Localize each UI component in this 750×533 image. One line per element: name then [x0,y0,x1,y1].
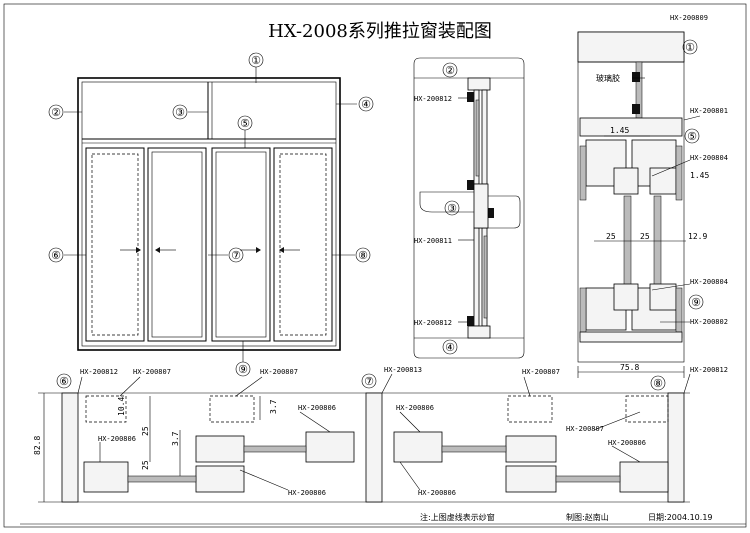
svg-text:⑨: ⑨ [691,296,701,309]
svg-text:HX-200807: HX-200807 [133,368,171,376]
svg-text:HX-200806: HX-200806 [396,404,434,412]
svg-text:HX-200804: HX-200804 [690,278,728,286]
svg-text:25: 25 [640,232,650,241]
svg-text:HX-200806: HX-200806 [98,435,136,443]
svg-text:⑨: ⑨ [238,363,248,376]
svg-text:HX-200806: HX-200806 [298,404,336,412]
svg-text:⑥: ⑥ [59,375,69,388]
svg-text:25: 25 [141,460,150,470]
detail-section [577,31,701,378]
vertical-section [413,57,525,359]
svg-text:HX-200812: HX-200812 [414,95,452,103]
svg-text:1.45: 1.45 [690,171,709,180]
svg-text:HX-200807: HX-200807 [260,368,298,376]
svg-text:HX-200813: HX-200813 [384,366,422,374]
svg-text:③: ③ [447,202,457,215]
vertical-section-labels: ② ③ ④ HX-200812 HX-200811 HX-200812 [414,62,460,355]
horizontal-section [38,373,691,503]
svg-text:HX-200806: HX-200806 [608,439,646,447]
svg-text:HX-200806: HX-200806 [288,489,326,497]
svg-text:①: ① [685,41,695,54]
drawing-date: 日期:2004.10.19 [648,513,713,522]
svg-text:HX-200811: HX-200811 [414,237,452,245]
svg-text:10.4: 10.4 [117,397,126,416]
detail-section-labels: HX-200809 ① 玻璃胶 HX-200801 ⑤ 1.45 HX-2008… [596,14,728,372]
svg-text:75.8: 75.8 [620,363,639,372]
svg-text:3.7: 3.7 [171,431,180,446]
svg-text:HX-200812: HX-200812 [690,366,728,374]
svg-text:④: ④ [445,341,455,354]
svg-text:HX-200806: HX-200806 [418,489,456,497]
drawing-border [3,3,747,528]
front-elevation [64,67,357,362]
svg-text:1.45: 1.45 [610,126,629,135]
svg-text:HX-200801: HX-200801 [690,107,728,115]
svg-text:3.7: 3.7 [269,399,278,414]
svg-text:②: ② [51,106,61,119]
front-elevation-callouts: ① ② ③ ④ ⑤ ⑥ ⑦ ⑧ ⑨ [48,52,374,377]
svg-text:25: 25 [606,232,616,241]
svg-text:HX-200809: HX-200809 [670,14,708,22]
svg-text:⑤: ⑤ [240,117,250,130]
svg-text:⑧: ⑧ [653,377,663,390]
svg-text:HX-200807: HX-200807 [522,368,560,376]
svg-text:③: ③ [175,106,185,119]
horizontal-section-labels: ⑥ ⑦ ⑧ HX-200812 HX-200807 HX-200807 HX-2… [33,366,728,497]
svg-text:④: ④ [361,98,371,111]
svg-text:82.8: 82.8 [33,436,42,455]
svg-text:①: ① [251,54,261,67]
svg-text:25: 25 [141,426,150,436]
svg-text:⑦: ⑦ [364,375,374,388]
svg-text:⑧: ⑧ [358,249,368,262]
svg-text:12.9: 12.9 [688,232,707,241]
glass-glue-label: 玻璃胶 [596,73,620,83]
svg-text:HX-200812: HX-200812 [80,368,118,376]
svg-text:⑥: ⑥ [51,249,61,262]
svg-text:HX-200807: HX-200807 [566,425,604,433]
drawing-title: HX-2008系列推拉窗装配图 [268,21,492,42]
drawing-designer: 制图:赵南山 [566,512,609,522]
svg-text:②: ② [445,64,455,77]
svg-text:HX-200812: HX-200812 [414,319,452,327]
svg-text:HX-200802: HX-200802 [690,318,728,326]
drawing-note: 注:上图虚线表示纱窗 [420,512,495,522]
svg-text:⑦: ⑦ [231,249,241,262]
svg-text:⑤: ⑤ [687,130,697,143]
svg-text:HX-200804: HX-200804 [690,154,728,162]
